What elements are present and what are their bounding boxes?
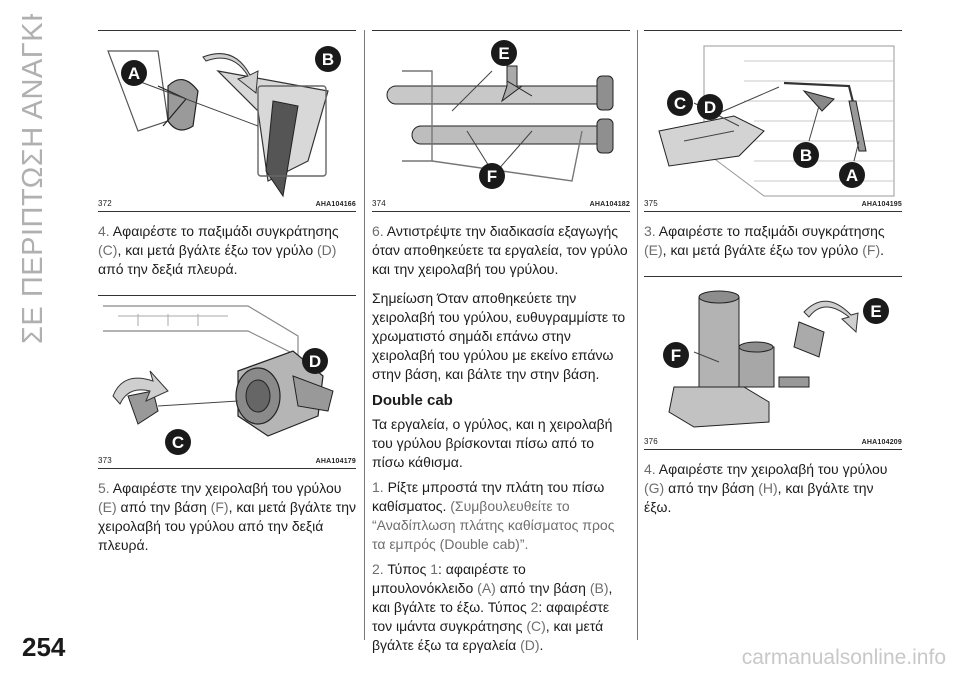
callout-f-badge: F (663, 342, 689, 368)
side-section-title: ΣΕ ΠΕΡΙΠΤΩΣΗ ΑΝΑΓΚΗΣ (2, 0, 62, 354)
figure-375-caption: 375 AHA104195 (644, 199, 902, 212)
column-divider-1 (364, 30, 365, 640)
callout-d-badge: D (302, 348, 328, 374)
column-2: E F 374 AHA104182 6. Αντιστρέψτε την δια… (372, 30, 630, 655)
figure-code: AHA104179 (315, 458, 356, 465)
figure-number: 375 (644, 199, 658, 208)
column-3: C D B A 375 AHA104195 3. Αφαιρέστε το πα… (644, 30, 902, 517)
figure-number: 374 (372, 199, 386, 208)
figure-code: AHA104209 (861, 439, 902, 446)
figure-375: C D B A (644, 31, 902, 199)
svg-text:E: E (498, 44, 509, 63)
svg-text:E: E (870, 302, 881, 321)
figure-373-caption: 373 AHA104179 (98, 456, 356, 469)
step-2-paragraph: 2. Τύπος 1: αφαιρέστε το μπουλονόκλειδο … (372, 561, 613, 653)
column-divider-2 (637, 30, 638, 640)
svg-text:D: D (704, 98, 716, 117)
step-4-paragraph: 4. Αφαιρέστε το παξιμάδι συγκράτησης (C)… (98, 223, 339, 277)
step-6-paragraph: 6. Αντιστρέψτε την διαδικασία εξαγωγής ό… (372, 223, 628, 277)
figure-376-illustration: F E (663, 290, 889, 428)
figure-top-rule (98, 295, 356, 296)
step-3-paragraph: 3. Αφαιρέστε το παξιμάδι συγκράτησης (E)… (644, 223, 885, 258)
figure-376: F E (644, 277, 902, 437)
figure-375-illustration: C D B A (658, 45, 895, 197)
svg-text:F: F (487, 167, 497, 186)
figure-372-illustration: A B (107, 46, 341, 198)
figure-code: AHA104195 (861, 201, 902, 208)
callout-e-badge: E (863, 298, 889, 324)
figure-number: 372 (98, 199, 112, 208)
step-1-paragraph: 1. Ρίξτε μπροστά την πλάτη του πίσω καθί… (372, 479, 615, 552)
callout-f-badge: F (479, 163, 505, 189)
figure-374: E F (372, 31, 630, 199)
figure-code: AHA104166 (315, 201, 356, 208)
figure-374-illustration: E F (386, 40, 614, 189)
figure-372-caption: 372 AHA104166 (98, 199, 356, 212)
intro-paragraph: Τα εργαλεία, ο γρύλος, και η χειρολαβή τ… (372, 416, 613, 470)
column-1: A B 372 AHA104166 4. Αφαιρέστε το παξιμά… (98, 30, 356, 555)
step-4-paragraph-col3: 4. Αφαιρέστε την χειρολαβή του γρύλου (G… (644, 461, 888, 515)
svg-text:F: F (671, 346, 681, 365)
callout-b-badge: B (315, 46, 341, 72)
svg-text:A: A (128, 64, 140, 83)
section-heading-double-cab: Double cab (372, 392, 453, 409)
page-number: 254 (22, 632, 66, 662)
callout-c-badge: C (165, 429, 191, 455)
step-5-paragraph: 5. Αφαιρέστε την χειρολαβή του γρύλου (E… (98, 480, 357, 553)
figure-code: AHA104182 (589, 201, 630, 208)
figure-376-caption: 376 AHA104209 (644, 437, 902, 450)
figure-373: D C (98, 296, 356, 456)
figure-number: 376 (644, 437, 658, 446)
figure-372: A B (98, 31, 356, 199)
callout-c-badge: C (667, 90, 693, 116)
figure-373-illustration: D C (103, 305, 334, 455)
figure-top-rule (98, 30, 356, 31)
figure-top-rule (644, 276, 902, 277)
svg-text:B: B (800, 146, 812, 165)
watermark: carmanualsonline.info (741, 646, 946, 669)
callout-d-badge: D (697, 94, 723, 120)
note-paragraph: Σημείωση Όταν αποθηκεύετε την χειρολαβή … (372, 290, 626, 382)
figure-top-rule (372, 30, 630, 31)
callout-a-badge: A (839, 162, 865, 188)
svg-text:D: D (309, 352, 321, 371)
callout-e-badge: E (491, 40, 517, 66)
callout-a-badge: A (121, 60, 147, 86)
svg-text:C: C (674, 94, 686, 113)
figure-top-rule (644, 30, 902, 31)
figure-374-caption: 374 AHA104182 (372, 199, 630, 212)
side-title-text: ΣΕ ΠΕΡΙΠΤΩΣΗ ΑΝΑΓΚΗΣ (17, 14, 49, 344)
figure-number: 373 (98, 456, 112, 465)
callout-b-badge: B (793, 142, 819, 168)
svg-text:C: C (172, 433, 184, 452)
svg-text:A: A (846, 166, 858, 185)
svg-text:B: B (322, 50, 334, 69)
